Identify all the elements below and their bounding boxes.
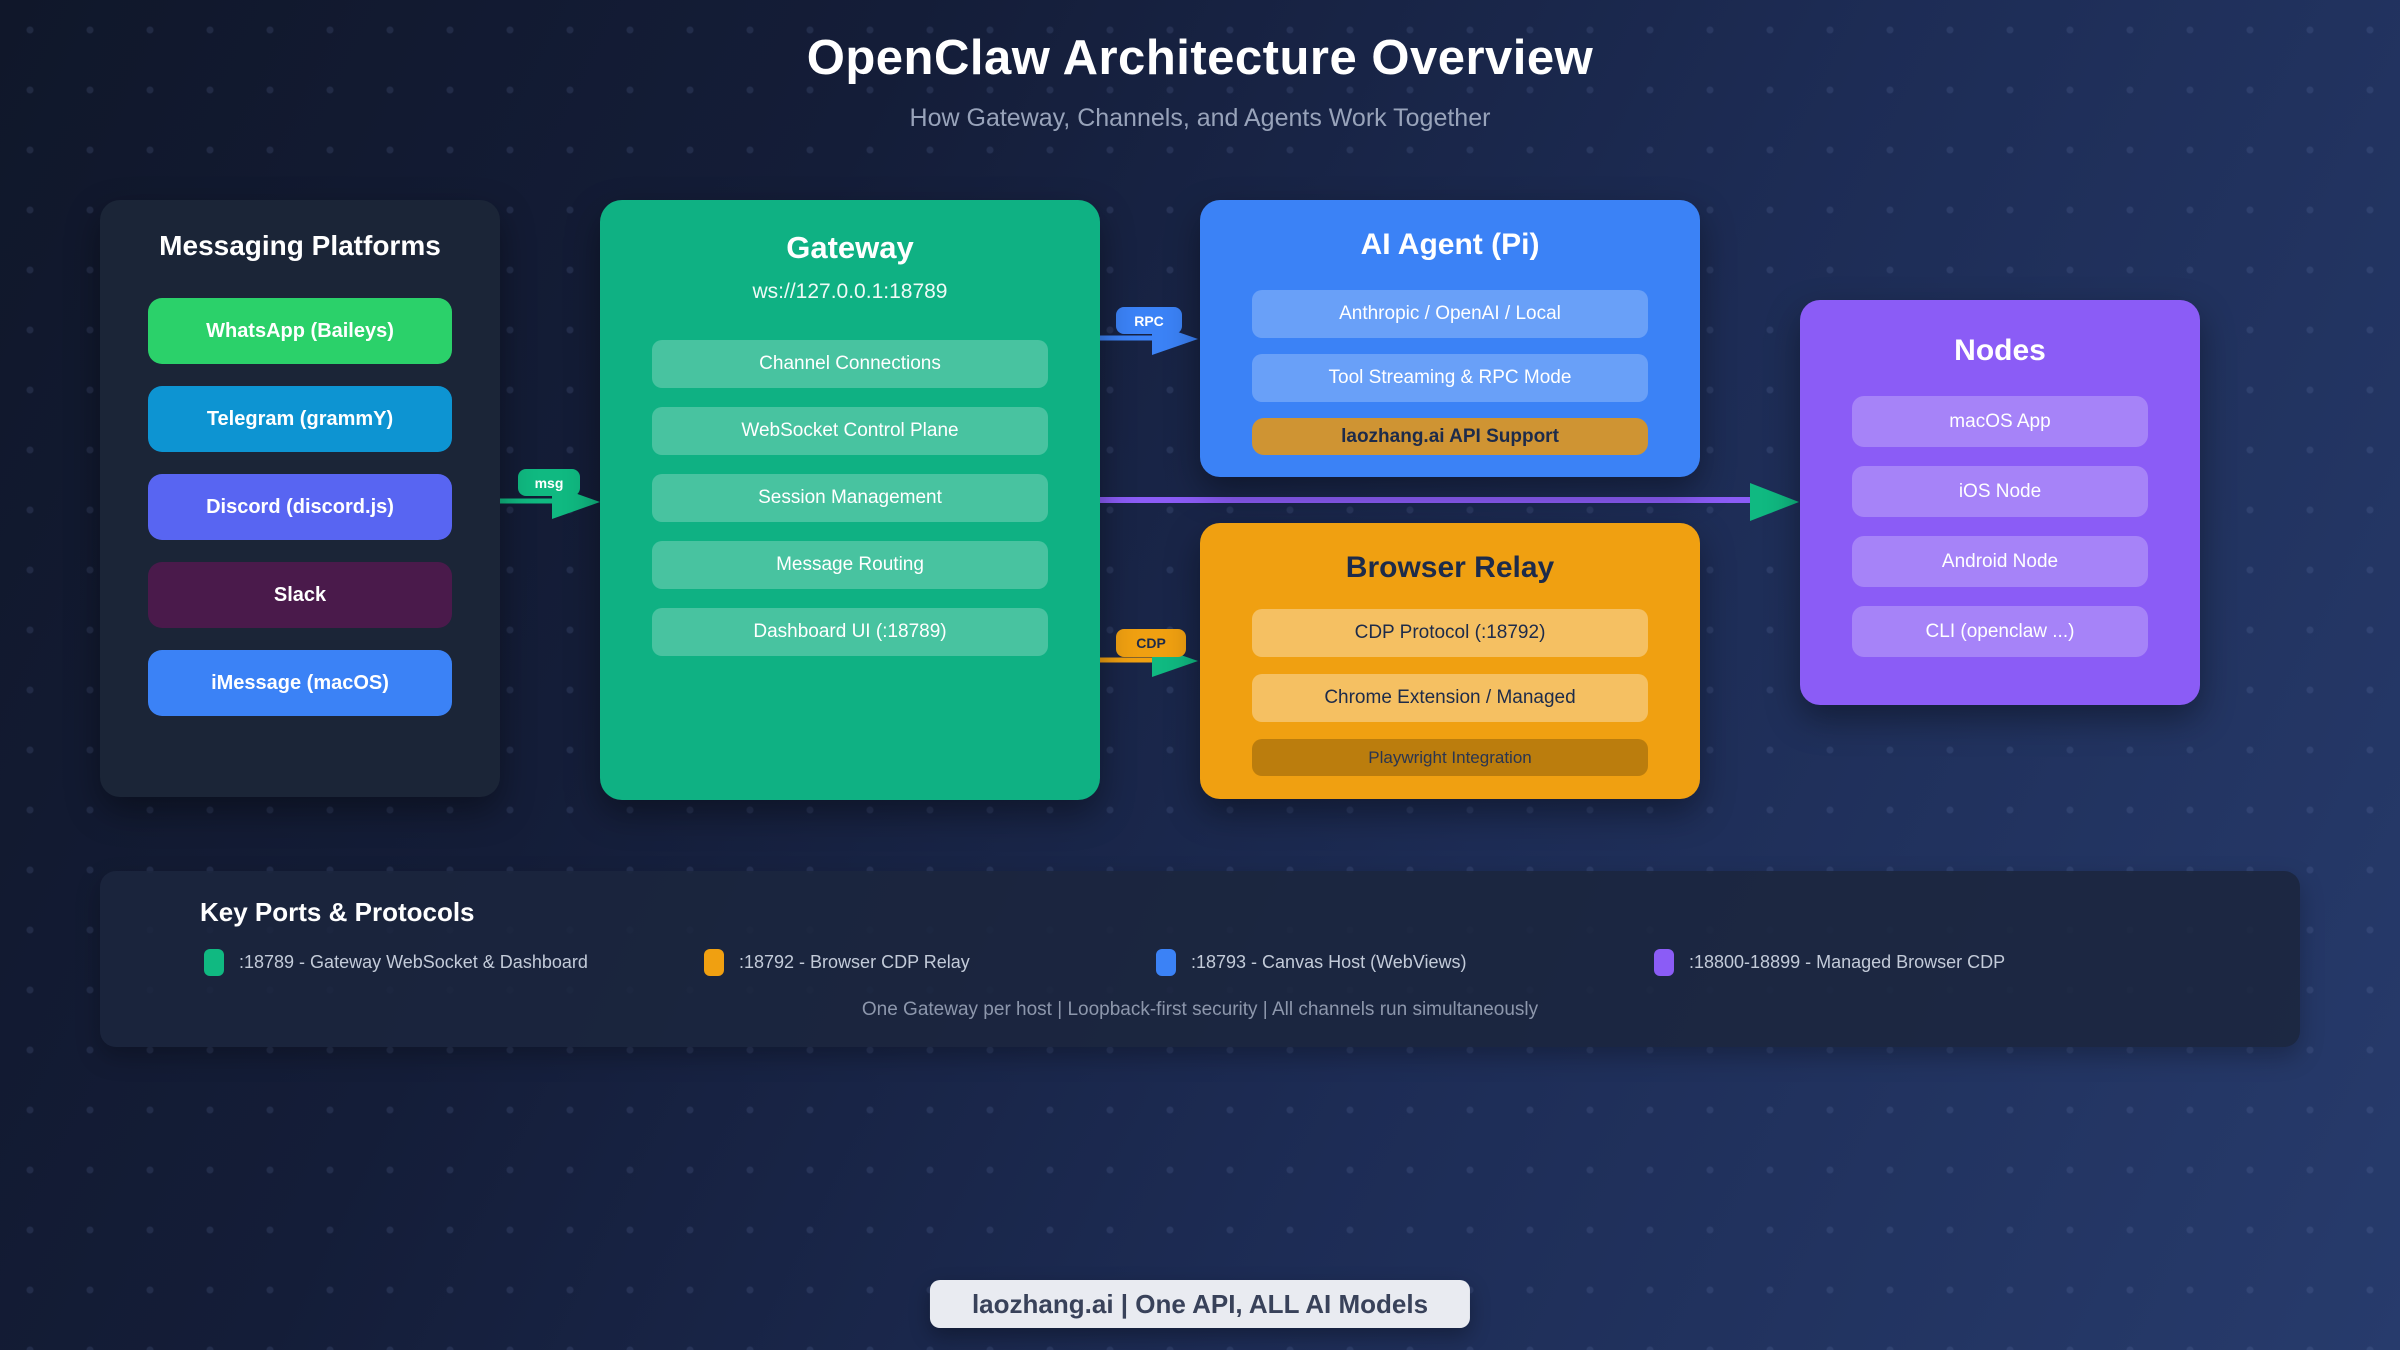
rpc-arrow-label: RPC (1116, 307, 1182, 334)
footer-badge: laozhang.ai | One API, ALL AI Models (930, 1280, 1470, 1328)
diagram-header: OpenClaw Architecture Overview How Gatew… (0, 30, 2400, 133)
gateway-item-message-routing: Message Routing (652, 541, 1048, 589)
gateway-item-channel-connections: Channel Connections (652, 340, 1048, 388)
gateway-title: Gateway (600, 200, 1100, 266)
nodes-item-android-node: Android Node (1852, 536, 2148, 587)
msg-arrow-label: msg (518, 469, 580, 496)
browser-relay-box: Browser Relay CDP Protocol (:18792) Chro… (1200, 523, 1700, 799)
ai-agent-box: AI Agent (Pi) Anthropic / OpenAI / Local… (1200, 200, 1700, 477)
legend-item-canvas-host-port: :18793 - Canvas Host (WebViews) (1156, 949, 1466, 976)
gateway-box: Gateway ws://127.0.0.1:18789 Channel Con… (600, 200, 1100, 800)
nodes-item-ios-node: iOS Node (1852, 466, 2148, 517)
ai-agent-item-tool-streaming: Tool Streaming & RPC Mode (1252, 354, 1648, 402)
port-swatch-purple (1654, 949, 1674, 976)
legend-item-managed-cdp-port: :18800-18899 - Managed Browser CDP (1654, 949, 2005, 976)
key-ports-panel: Key Ports & Protocols :18789 - Gateway W… (100, 871, 2300, 1047)
page-subtitle: How Gateway, Channels, and Agents Work T… (0, 104, 2400, 133)
port-swatch-green (204, 949, 224, 976)
browser-relay-item-cdp-protocol: CDP Protocol (:18792) (1252, 609, 1648, 657)
port-swatch-blue (1156, 949, 1176, 976)
platform-whatsapp: WhatsApp (Baileys) (148, 298, 452, 364)
ai-agent-item-providers: Anthropic / OpenAI / Local (1252, 290, 1648, 338)
gateway-nodes-arrow-head (1750, 483, 1799, 521)
browser-relay-title: Browser Relay (1200, 523, 1700, 585)
ai-agent-items: Anthropic / OpenAI / Local Tool Streamin… (1200, 262, 1700, 455)
messaging-platforms-items: WhatsApp (Baileys) Telegram (grammY) Dis… (100, 262, 500, 716)
legend-item-browser-cdp-port: :18792 - Browser CDP Relay (704, 949, 970, 976)
platform-telegram: Telegram (grammY) (148, 386, 452, 452)
nodes-item-macos-app: macOS App (1852, 396, 2148, 447)
messaging-platforms-box: Messaging Platforms WhatsApp (Baileys) T… (100, 200, 500, 797)
key-ports-title: Key Ports & Protocols (200, 897, 475, 928)
nodes-items: macOS App iOS Node Android Node CLI (ope… (1800, 368, 2200, 657)
nodes-title: Nodes (1800, 300, 2200, 368)
browser-relay-items: CDP Protocol (:18792) Chrome Extension /… (1200, 585, 1700, 776)
messaging-platforms-title: Messaging Platforms (100, 200, 500, 262)
gateway-item-session-management: Session Management (652, 474, 1048, 522)
browser-relay-item-chrome-extension: Chrome Extension / Managed (1252, 674, 1648, 722)
platform-slack: Slack (148, 562, 452, 628)
nodes-box: Nodes macOS App iOS Node Android Node CL… (1800, 300, 2200, 705)
page-title: OpenClaw Architecture Overview (0, 30, 2400, 86)
port-swatch-orange (704, 949, 724, 976)
gateway-item-websocket-control-plane: WebSocket Control Plane (652, 407, 1048, 455)
legend-label: :18793 - Canvas Host (WebViews) (1191, 952, 1466, 973)
platform-discord: Discord (discord.js) (148, 474, 452, 540)
cdp-arrow-label: CDP (1116, 629, 1186, 657)
gateway-address: ws://127.0.0.1:18789 (600, 280, 1100, 304)
legend-label: :18800-18899 - Managed Browser CDP (1689, 952, 2005, 973)
legend-label: :18789 - Gateway WebSocket & Dashboard (239, 952, 588, 973)
legend-label: :18792 - Browser CDP Relay (739, 952, 970, 973)
platform-imessage: iMessage (macOS) (148, 650, 452, 716)
gateway-item-dashboard-ui: Dashboard UI (:18789) (652, 608, 1048, 656)
legend-item-gateway-port: :18789 - Gateway WebSocket & Dashboard (204, 949, 588, 976)
ai-agent-title: AI Agent (Pi) (1200, 200, 1700, 262)
legend-footnote: One Gateway per host | Loopback-first se… (100, 999, 2300, 1021)
gateway-items: Channel Connections WebSocket Control Pl… (600, 304, 1100, 656)
ai-agent-item-laozhang-api: laozhang.ai API Support (1252, 418, 1648, 455)
nodes-item-cli: CLI (openclaw ...) (1852, 606, 2148, 657)
browser-relay-item-playwright: Playwright Integration (1252, 739, 1648, 776)
